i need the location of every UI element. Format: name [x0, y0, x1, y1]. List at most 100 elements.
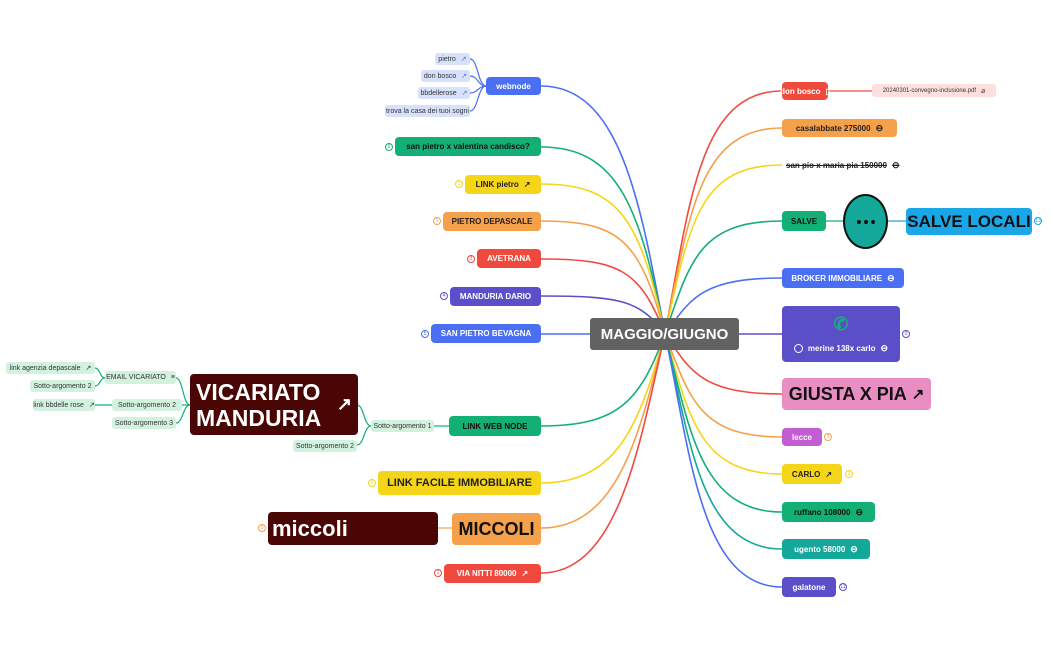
external-link-icon[interactable]: ↗: [461, 90, 468, 97]
document-icon[interactable]: ▯: [825, 86, 830, 96]
subtopic-link-agenzia-depascale[interactable]: link agenzia depascale↗: [6, 362, 95, 374]
topic-webnode[interactable]: webnode: [486, 77, 541, 95]
subtopic-label: pietro: [438, 55, 456, 63]
topic-miccoli[interactable]: MICCOLI: [452, 513, 541, 545]
subtopic-trova-casa[interactable]: trova la casa dei tuoi sogni: [385, 105, 470, 117]
topic-link-web-node[interactable]: LINK WEB NODE: [449, 416, 541, 436]
collapse-icon[interactable]: ⊖: [880, 343, 889, 353]
subtopic-label: bbdellerose: [420, 89, 457, 97]
topic-manduria-dario[interactable]: MANDURIA DARIO: [450, 287, 541, 306]
count-badge[interactable]: 2: [845, 470, 853, 478]
subtopic-label: Sotto-argomento 3: [115, 419, 173, 427]
topic-san-pietro-valentina[interactable]: san pietro x valentina candisco?: [395, 137, 541, 156]
subtopic-sotto-argomento-1[interactable]: Sotto-argomento 1: [371, 420, 434, 432]
topic-label: galatone: [792, 582, 826, 592]
count-badge[interactable]: 0: [902, 330, 910, 338]
topic-broker-immobiliare[interactable]: BROKER IMMOBILIARE ⊖: [782, 268, 904, 288]
external-link-icon[interactable]: ↗: [461, 73, 468, 80]
external-link-icon[interactable]: ↗: [336, 394, 352, 414]
ellipsis-icon: [856, 219, 875, 224]
count-badge[interactable]: 3: [467, 255, 475, 263]
subtopic-miccoli[interactable]: miccoli: [268, 512, 438, 545]
subtopic-don-bosco[interactable]: don bosco ↗: [421, 70, 470, 82]
subtopic-pietro[interactable]: pietro ↗: [435, 53, 470, 65]
subtopic-salve-locali[interactable]: SALVE LOCALI: [906, 208, 1032, 235]
external-link-icon[interactable]: ↗: [911, 386, 925, 403]
count-badge[interactable]: 3: [824, 433, 832, 441]
topic-ruffano[interactable]: ruffano 108000⊖: [782, 502, 875, 522]
topic-giusta-x-pia[interactable]: GIUSTA X PIA↗: [782, 378, 931, 410]
file-attachment[interactable]: 20240301-convegno-inclusione.pdf⌀: [872, 84, 996, 97]
subtopic-email-vicariato[interactable]: EMAIL VICARIATO≡: [105, 371, 176, 384]
topic-link-pietro[interactable]: LINK pietro↗: [465, 175, 541, 194]
topic-don-bosco[interactable]: don bosco ▯: [780, 82, 830, 100]
topic-pietro-depascale[interactable]: PIETRO DEPASCALE: [443, 212, 541, 231]
external-link-icon[interactable]: ↗: [88, 402, 95, 409]
count-badge[interactable]: 1: [455, 180, 463, 188]
collapse-icon[interactable]: ⊖: [855, 506, 863, 517]
topic-label: san pietro x valentina candisco?: [406, 142, 530, 151]
topic-san-pietro-bevagna[interactable]: SAN PIETRO BEVAGNA: [431, 324, 541, 343]
count-badge[interactable]: 0: [368, 479, 376, 487]
count-badge[interactable]: 0: [258, 524, 266, 532]
subtopic-sotto-argomento-2[interactable]: Sotto-argomento 2: [293, 440, 357, 452]
external-link-icon[interactable]: ↗: [521, 569, 529, 578]
topic-label: BROKER IMMOBILIARE: [791, 273, 883, 283]
subtopic-link-bbdelle-rose[interactable]: link bbdelle rose↗: [33, 399, 95, 411]
topic-label: CARLO: [791, 469, 821, 479]
external-link-icon[interactable]: ↗: [460, 56, 467, 63]
subtopic-sotto-argomento-3[interactable]: Sotto-argomento 3: [112, 417, 176, 429]
collapse-icon[interactable]: ⊖: [891, 159, 900, 170]
subtopic-label: SALVE LOCALI: [907, 211, 1031, 231]
topic-salve[interactable]: SALVE: [782, 211, 826, 231]
count-badge[interactable]: 5: [433, 217, 441, 225]
external-link-icon[interactable]: ↗: [523, 180, 531, 189]
phone-ringing-icon: ✆: [833, 314, 849, 334]
subtopic-sotto-argomento-2c[interactable]: Sotto-argomento 2: [112, 399, 182, 411]
checkbox-icon[interactable]: [793, 344, 803, 353]
topic-merine[interactable]: ✆ merine 138x carlo ⊖: [782, 306, 900, 362]
topic-ugento[interactable]: ugento 58000⊖: [782, 539, 870, 559]
topic-avetrana[interactable]: AVETRANA: [477, 249, 541, 268]
topic-label: merine 138x carlo: [807, 344, 876, 353]
count-badge[interactable]: 5: [421, 330, 429, 338]
subtopic-label: don bosco: [423, 72, 457, 80]
count-badge[interactable]: 13: [1034, 217, 1042, 225]
topic-carlo[interactable]: CARLO ↗: [782, 464, 842, 484]
subtopic-label: Sotto-argomento 2: [118, 401, 176, 409]
subtopic-label: Sotto-argomento 1: [373, 422, 432, 430]
paperclip-icon[interactable]: ⌀: [981, 87, 986, 95]
count-badge[interactable]: 0: [385, 143, 393, 151]
topic-galatone[interactable]: galatone: [782, 577, 836, 597]
topic-label: SALVE: [790, 216, 818, 226]
topic-link-facile-immobiliare[interactable]: LINK FACILE IMMOBILIARE: [378, 471, 541, 495]
topic-lecce[interactable]: lecce: [782, 428, 822, 446]
topic-label: lecce: [791, 432, 813, 442]
topic-webnode-label: webnode: [496, 81, 531, 91]
collapse-icon[interactable]: ⊖: [850, 543, 858, 554]
count-badge[interactable]: 1: [434, 569, 442, 577]
root-topic[interactable]: MAGGIO/GIUGNO: [590, 318, 739, 350]
root-label: MAGGIO/GIUGNO: [600, 325, 729, 343]
collapse-icon[interactable]: ⊖: [887, 272, 895, 283]
subtopic-sotto-argomento-2b[interactable]: Sotto-argomento 2: [30, 380, 95, 392]
subtopic-label: Sotto-argomento 2: [296, 442, 354, 450]
topic-san-pio[interactable]: san pio x maria pia 150000⊖: [786, 157, 916, 173]
chat-bubble-icon[interactable]: [843, 194, 888, 249]
count-badge[interactable]: 11: [839, 583, 847, 591]
vicariato-line1: VICARIATO: [196, 378, 321, 405]
count-badge[interactable]: 4: [440, 292, 448, 300]
topic-label: LINK FACILE IMMOBILIARE: [387, 477, 532, 489]
notes-icon[interactable]: ≡: [170, 374, 175, 381]
topic-via-nitti[interactable]: VIA NITTI 80000↗: [444, 564, 541, 583]
external-link-icon[interactable]: ↗: [825, 469, 833, 479]
topic-label: don bosco: [780, 86, 821, 96]
topic-label: SAN PIETRO BEVAGNA: [440, 329, 532, 338]
vicariato-line2: MANDURIA: [196, 404, 322, 431]
topic-casalabbate[interactable]: casalabbate 275000⊖: [782, 119, 897, 137]
subtopic-label: miccoli: [272, 515, 348, 541]
collapse-icon[interactable]: ⊖: [875, 122, 884, 133]
subtopic-bbdellerose[interactable]: bbdellerose ↗: [418, 87, 470, 99]
external-link-icon[interactable]: ↗: [85, 365, 92, 372]
